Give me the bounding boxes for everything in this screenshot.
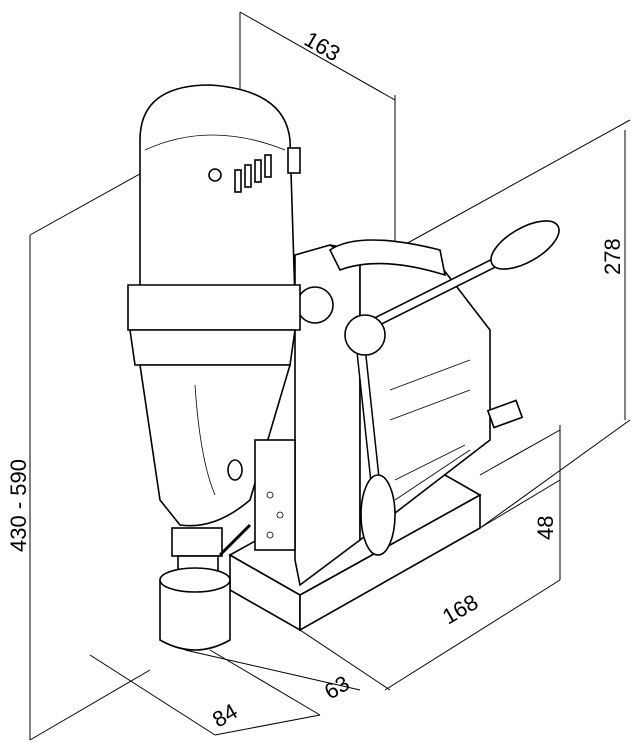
handle-hub xyxy=(344,314,386,356)
dim-base-width: 84 xyxy=(208,698,242,732)
drill-machine xyxy=(127,84,560,651)
dim-height-column: 278 xyxy=(600,238,625,275)
dim-base-height: 48 xyxy=(533,516,558,540)
dim-base-offset: 63 xyxy=(320,670,354,704)
dimension-lines xyxy=(29,11,631,741)
dim-height-total: 430 - 590 xyxy=(6,459,31,552)
vent-slots-icon xyxy=(234,154,272,193)
handle-grip-bottom xyxy=(360,474,396,556)
dim-base-length: 168 xyxy=(438,589,482,629)
dim-width-top: 163 xyxy=(300,26,344,66)
spindle-housing xyxy=(139,364,292,527)
handle-grip-top xyxy=(490,220,560,270)
chuck xyxy=(171,527,223,557)
motor-housing xyxy=(139,84,296,301)
